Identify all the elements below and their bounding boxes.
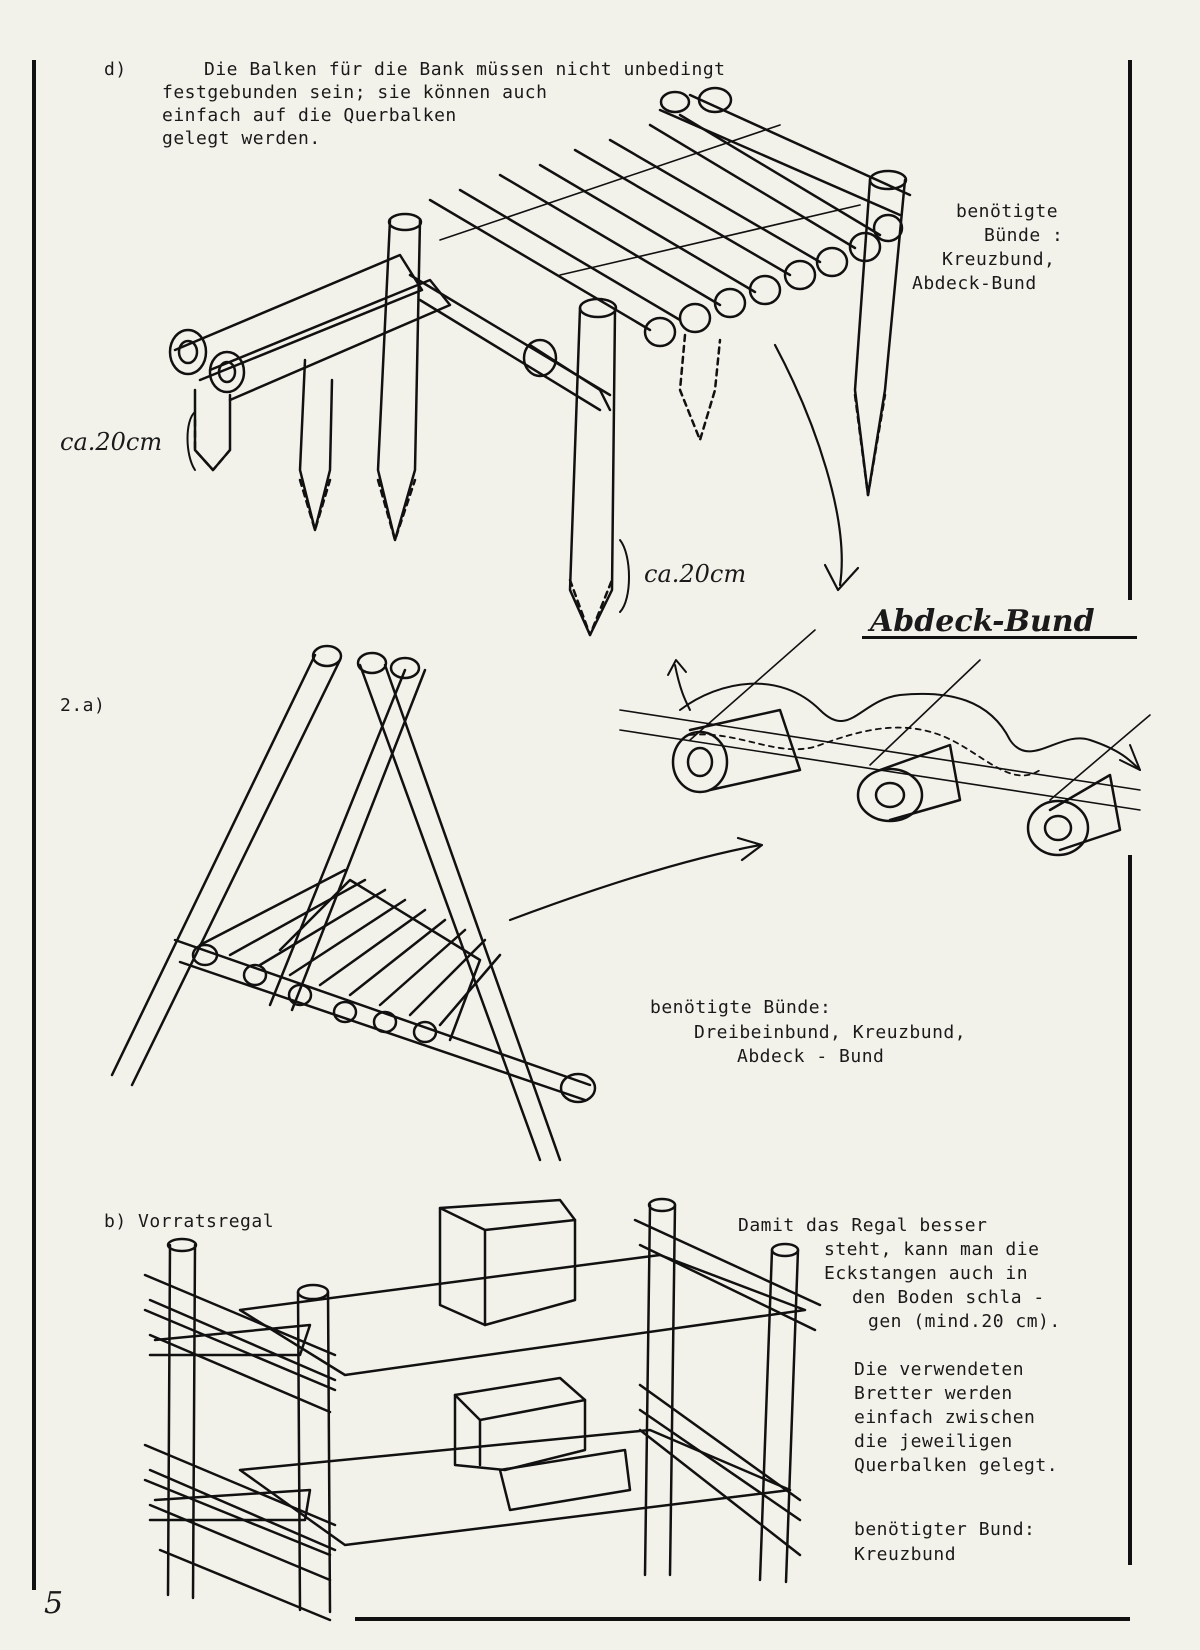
section-b-text2-5: Querbalken gelegt.: [854, 1455, 1059, 1476]
bench-drawing: [170, 88, 910, 635]
section-b-text-1: Damit das Regal besser: [738, 1215, 988, 1236]
section-2a-required-3: Abdeck - Bund: [737, 1046, 885, 1067]
section-2a-required-1: benötigte Bünde:: [650, 997, 832, 1018]
section-d-label: d): [104, 59, 127, 80]
section-d-text-2: festgebunden sein; sie können auch: [162, 82, 548, 103]
section-d-text-3: einfach auf die Querbalken: [162, 105, 457, 126]
section-d-text-4: gelegt werden.: [162, 128, 321, 149]
section-b-text2-3: einfach zwischen: [854, 1407, 1036, 1428]
section-b-text2-4: die jeweiligen: [854, 1431, 1013, 1452]
section-b-text-2: steht, kann man die: [824, 1239, 1040, 1260]
frame-right-bottom-line: [1128, 855, 1132, 1565]
abdeck-title-underline: [862, 636, 1137, 639]
abdeck-bund-drawing: [620, 630, 1150, 855]
frame-right-top-line: [1128, 60, 1132, 600]
section-b-text2-2: Bretter werden: [854, 1383, 1013, 1404]
section-2a-required-2: Dreibeinbund, Kreuzbund,: [694, 1022, 967, 1043]
frame-left-line: [32, 60, 36, 1590]
section-b-text-3: Eckstangen auch in: [824, 1263, 1029, 1284]
section-b-required-2: Kreuzbund: [854, 1544, 957, 1565]
section-d-required-2: Kreuzbund,: [942, 249, 1056, 270]
frame-bottom-line: [355, 1617, 1130, 1621]
section-d-required-label: benötigte: [956, 201, 1059, 222]
section-b-required-1: benötigter Bund:: [854, 1519, 1036, 1540]
measure-right: ca.20cm: [644, 560, 747, 588]
tripod-bench-drawing: [112, 646, 595, 1160]
measure-left: ca.20cm: [60, 428, 163, 456]
shelf-drawing: [145, 1199, 820, 1620]
section-2a-label: 2.a): [60, 695, 106, 716]
abdeck-bund-title: Abdeck-Bund: [870, 604, 1095, 639]
section-d-text-1: Die Balken für die Bank müssen nicht unb…: [204, 59, 726, 80]
section-b-text2-1: Die verwendeten: [854, 1359, 1025, 1380]
page-number: 5: [44, 1586, 64, 1621]
section-b-text-5: gen (mind.20 cm).: [868, 1311, 1061, 1332]
section-b-text-4: den Boden schla -: [852, 1287, 1045, 1308]
section-d-required-3: Abdeck-Bund: [912, 273, 1037, 294]
section-d-required-1: Bünde :: [984, 225, 1064, 246]
section-b-label: b) Vorratsregal: [104, 1211, 275, 1232]
